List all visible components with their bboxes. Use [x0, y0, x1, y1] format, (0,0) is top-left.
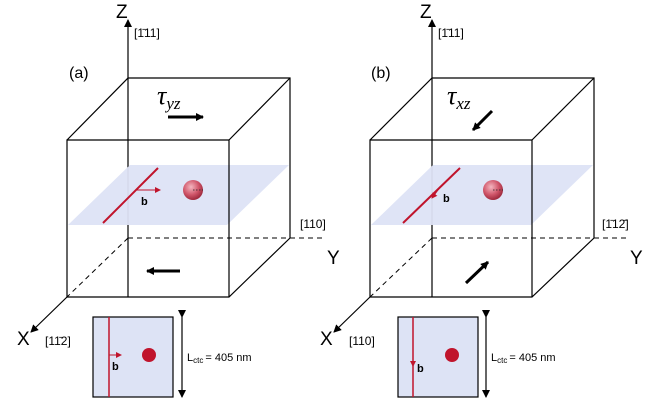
shear-stress-label: τxz [447, 81, 471, 113]
panel-b-label: (b) [371, 65, 391, 82]
panel-b: Z [1̄11] (b) [1̄12̄] Y X [110] τxz b [320, 2, 643, 398]
x-axis-label: X [320, 329, 333, 350]
inset-precipitate [445, 348, 459, 362]
cube-edge [228, 77, 291, 141]
back-edge [369, 237, 433, 298]
x-direction-label: [11̄2] [45, 334, 71, 348]
shear-arrow-bottom [464, 260, 490, 285]
burgers-vector-arrow [431, 185, 442, 199]
z-direction-label: [1̄11] [438, 26, 464, 40]
burgers-vector-label: b [141, 196, 148, 208]
back-edge [66, 237, 129, 298]
inset-precipitate [142, 348, 156, 362]
x-axis-label: X [17, 329, 30, 350]
inset-box [397, 316, 479, 398]
inset-size-label: Lctc= 405 nm [187, 352, 252, 365]
dislocation-line [102, 167, 159, 224]
panel-a: Z [1̄11] (a) [110] Y X [11̄2] τyz b [17, 2, 340, 398]
x-axis [333, 296, 371, 333]
z-direction-label: [1̄11] [134, 26, 160, 40]
shear-arrow-top [471, 109, 494, 132]
cube-edges [66, 77, 291, 298]
y-axis-label: Y [327, 248, 340, 269]
y-axis-label: Y [630, 248, 643, 269]
y-direction-label: [1̄12̄] [602, 217, 629, 231]
z-axis-label: Z [420, 2, 432, 23]
cube-edges [369, 77, 595, 298]
cube-edge [531, 77, 595, 141]
inset-burgers-label: b [112, 361, 119, 373]
shear-stress-label: τyz [157, 81, 181, 113]
panel-a-label: (a) [69, 65, 89, 82]
z-axis-label: Z [116, 2, 128, 23]
x-direction-label: [110] [349, 334, 375, 348]
inset-size-label: Lctc= 405 nm [491, 352, 556, 365]
x-axis [30, 296, 68, 333]
y-direction-label: [110] [300, 217, 326, 231]
burgers-vector-label: b [443, 193, 450, 205]
slip-plane [68, 165, 289, 225]
slip-plane [371, 165, 593, 225]
inset-burgers-label: b [417, 363, 424, 375]
inset-box [92, 316, 174, 398]
